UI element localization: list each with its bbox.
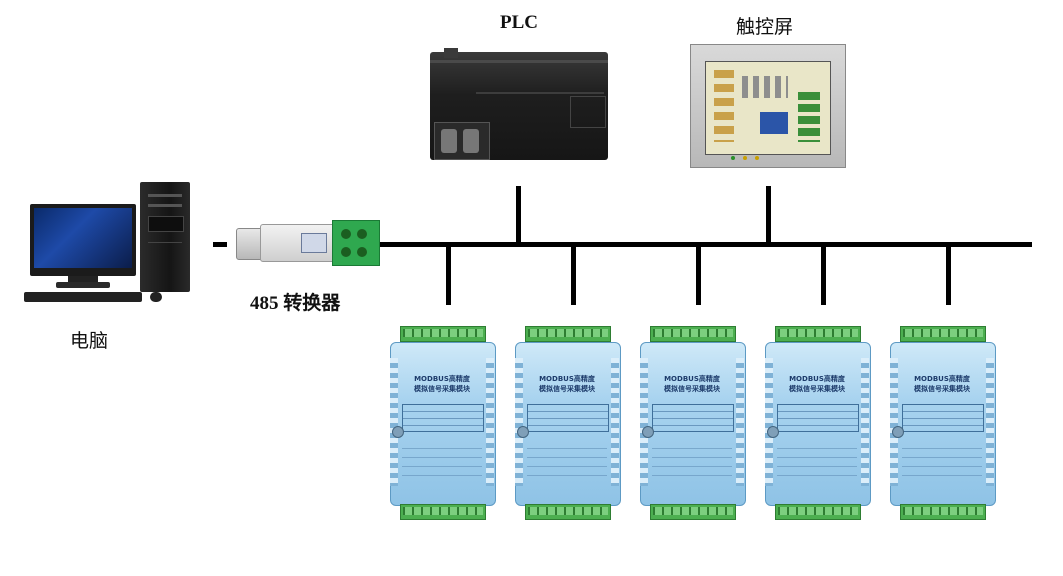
monitor-stand (68, 276, 98, 282)
converter-terminal (332, 220, 380, 266)
hmi-screen (705, 61, 831, 155)
plc-ports (434, 122, 490, 160)
plc-device (420, 48, 608, 162)
hmi-device (690, 44, 846, 168)
module-drop-4 (821, 247, 826, 305)
rs485-converter (236, 216, 380, 268)
module-title-line2: 模拟信号采集模块 (539, 385, 595, 393)
db9-connector (236, 228, 264, 260)
plc-label: PLC (500, 12, 538, 33)
module-title-line2: 模拟信号采集模块 (414, 385, 470, 393)
acquisition-module-2: MODBUS高精度模拟信号采集模块 (511, 322, 623, 522)
module-drop-3 (696, 247, 701, 305)
module-title-line2: 模拟信号采集模块 (914, 385, 970, 393)
acquisition-module-3: MODBUS高精度模拟信号采集模块 (636, 322, 748, 522)
module-title-line2: 模拟信号采集模块 (664, 385, 720, 393)
pc-label: 电脑 (70, 330, 109, 352)
converter-label: 485 转换器 (250, 293, 341, 314)
pc-tower (140, 182, 190, 292)
module-title-line1: MODBUS高精度 (414, 375, 470, 383)
module-title-line2: 模拟信号采集模块 (789, 385, 845, 393)
module-drop-5 (946, 247, 951, 305)
plc-drop (516, 186, 521, 244)
converter-body (260, 224, 338, 262)
hmi-drop (766, 186, 771, 244)
acquisition-module-1: MODBUS高精度模拟信号采集模块 (386, 322, 498, 522)
module-title-line1: MODBUS高精度 (664, 375, 720, 383)
pc-converter-link (213, 242, 227, 247)
acquisition-module-4: MODBUS高精度模拟信号采集模块 (761, 322, 873, 522)
mouse (150, 292, 162, 302)
keyboard (24, 292, 142, 302)
computer (20, 178, 200, 318)
module-title-line1: MODBUS高精度 (914, 375, 970, 383)
module-title-line1: MODBUS高精度 (789, 375, 845, 383)
module-drop-2 (571, 247, 576, 305)
monitor (30, 204, 136, 276)
monitor-screen (34, 208, 132, 268)
hmi-label: 触控屏 (736, 16, 794, 38)
module-drop-1 (446, 247, 451, 305)
rs485-bus (380, 242, 1032, 247)
monitor-base (56, 282, 110, 288)
module-title-line1: MODBUS高精度 (539, 375, 595, 383)
acquisition-module-5: MODBUS高精度模拟信号采集模块 (886, 322, 998, 522)
